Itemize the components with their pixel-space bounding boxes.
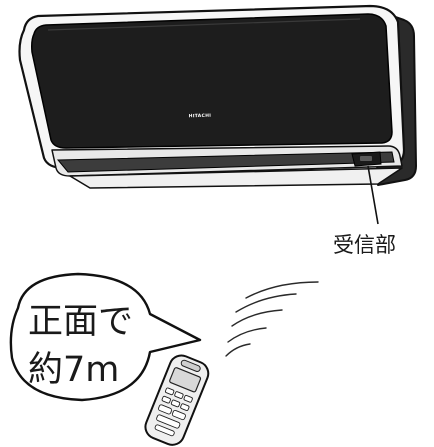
remote-button — [156, 414, 181, 429]
remote-button — [174, 391, 184, 399]
brand-logo: HITACHI — [189, 113, 212, 120]
remote-emitter — [180, 359, 201, 372]
remote-button — [171, 409, 186, 421]
speech-bubble-shape — [9, 272, 202, 402]
air-conditioner-icon: HITACHI — [18, 4, 417, 189]
remote-button — [158, 404, 173, 415]
remote-button — [161, 395, 171, 404]
remote-control-icon — [144, 354, 210, 446]
receiver-lens — [360, 156, 372, 161]
remote-button — [180, 403, 190, 411]
unit-front-panel — [31, 13, 393, 149]
infrared-signal-icon — [225, 281, 319, 357]
remote-screen — [169, 367, 202, 393]
speech-bubble: 正面で 約7m — [9, 272, 202, 402]
signal-arc-4 — [235, 293, 297, 313]
bubble-line-1: 正面で — [28, 302, 133, 342]
receiver-callout: 受信部 — [333, 165, 396, 257]
remote-button — [165, 387, 175, 396]
unit-front-highlight — [47, 18, 361, 31]
unit-louver — [56, 151, 395, 173]
receiver-leader-line — [367, 165, 379, 225]
signal-arc-3 — [231, 309, 283, 327]
signal-arc-5 — [245, 281, 319, 299]
remote-button — [154, 424, 175, 437]
remote-button — [183, 394, 193, 403]
bubble-line-2: 約7m — [28, 350, 119, 390]
signal-arc-1 — [225, 343, 251, 357]
receiver-label: 受信部 — [333, 233, 396, 257]
signal-arc-2 — [227, 327, 267, 343]
unit-bottom-trim — [69, 167, 403, 189]
remote-body — [144, 354, 210, 446]
remote-button — [170, 399, 181, 408]
